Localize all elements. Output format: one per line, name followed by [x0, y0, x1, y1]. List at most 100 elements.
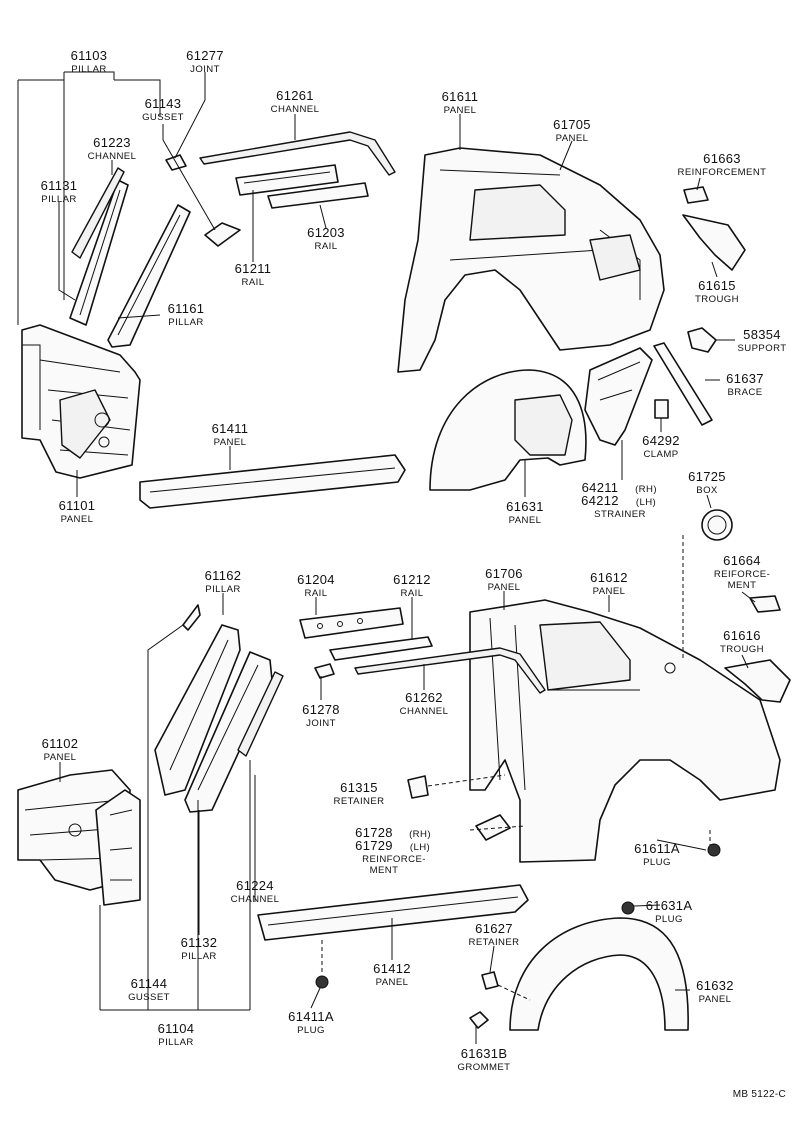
part-61144-gusset — [95, 789, 141, 906]
dual-callout-labels: 64211(RH)64212(LH)STRAINER61728(RH)61729… — [355, 480, 657, 876]
part-name: JOINT — [306, 718, 336, 729]
part-number: 61725 — [688, 469, 726, 484]
part-name: GUSSET — [142, 112, 184, 123]
side-rh: (RH) — [635, 484, 657, 495]
part-61611-panel — [397, 147, 665, 373]
part-name: REINFORCE- — [362, 854, 426, 865]
part-61101-panel — [21, 324, 141, 479]
part-name: PANEL — [44, 752, 77, 763]
part-61611A-plug — [707, 843, 721, 857]
part-name: PANEL — [444, 105, 477, 116]
part-number: 64211 — [582, 480, 619, 495]
part-number: 61131 — [41, 178, 78, 193]
part-61631B-grommet — [469, 1011, 489, 1029]
diagram-code: MB 5122-C — [733, 1089, 786, 1100]
part-61262-channel — [354, 647, 546, 694]
part-name: PILLAR — [181, 951, 216, 962]
callout-61728: 61728(RH)61729(LH)REINFORCE-MENT — [355, 825, 430, 876]
part-name: RAIL — [315, 241, 338, 252]
part-name: PLUG — [643, 857, 671, 868]
part-number: 61631B — [461, 1046, 508, 1061]
part-name: PANEL — [61, 514, 94, 525]
part-number: 61631 — [506, 499, 544, 514]
part-61725-box — [701, 509, 733, 541]
part-number: 61203 — [307, 225, 345, 240]
part-61411-panel — [139, 454, 406, 509]
part-name: RETAINER — [334, 796, 385, 807]
part-name: PILLAR — [168, 317, 203, 328]
part-64211-strainer — [584, 347, 653, 446]
part-number: 61612 — [590, 570, 628, 585]
part-61211-rail — [235, 164, 339, 196]
part-number-alt: 61729 — [355, 838, 393, 853]
part-number: 61411A — [288, 1009, 334, 1024]
part-name: TROUGH — [695, 294, 739, 305]
part-number: 61664 — [723, 553, 761, 568]
part-number: 61102 — [42, 736, 79, 751]
part-number: 61162 — [205, 568, 242, 583]
part-name: GROMMET — [458, 1062, 511, 1073]
part-name: BOX — [696, 485, 718, 496]
part-number: 61103 — [71, 48, 108, 63]
part-number: 61412 — [373, 961, 411, 976]
part-name: PANEL — [488, 582, 521, 593]
part-name: PANEL — [593, 586, 626, 597]
part-61411A-plug — [315, 975, 329, 989]
part-number: 61161 — [168, 301, 205, 316]
part-number: 61132 — [181, 935, 218, 950]
part-number: 64292 — [642, 433, 680, 448]
part-61627-retainer — [481, 971, 499, 990]
part-number: 61728 — [355, 825, 393, 840]
part-name: TROUGH — [720, 644, 764, 655]
part-name: PANEL — [376, 977, 409, 988]
part-number: 61632 — [696, 978, 734, 993]
part-number: 61144 — [131, 976, 168, 991]
part-number: 61611A — [634, 841, 680, 856]
part-name: CHANNEL — [271, 104, 320, 115]
part-number: 61705 — [553, 117, 591, 132]
part-name: BRACE — [727, 387, 762, 398]
part-number: 61627 — [475, 921, 513, 936]
part-61203-rail — [267, 182, 369, 209]
part-name: CHANNEL — [88, 151, 137, 162]
part-61631-panel — [429, 369, 587, 491]
part-name: RAIL — [242, 277, 265, 288]
part-61616-trough — [724, 659, 791, 703]
part-name: CHANNEL — [400, 706, 449, 717]
part-name: RAIL — [305, 588, 328, 599]
side-lh: (LH) — [410, 842, 430, 853]
part-61143-gusset — [204, 222, 241, 247]
part-name: GUSSET — [128, 992, 170, 1003]
part-number: 61223 — [93, 135, 131, 150]
part-61412-panel — [257, 884, 529, 941]
part-61223-channel — [71, 167, 125, 259]
